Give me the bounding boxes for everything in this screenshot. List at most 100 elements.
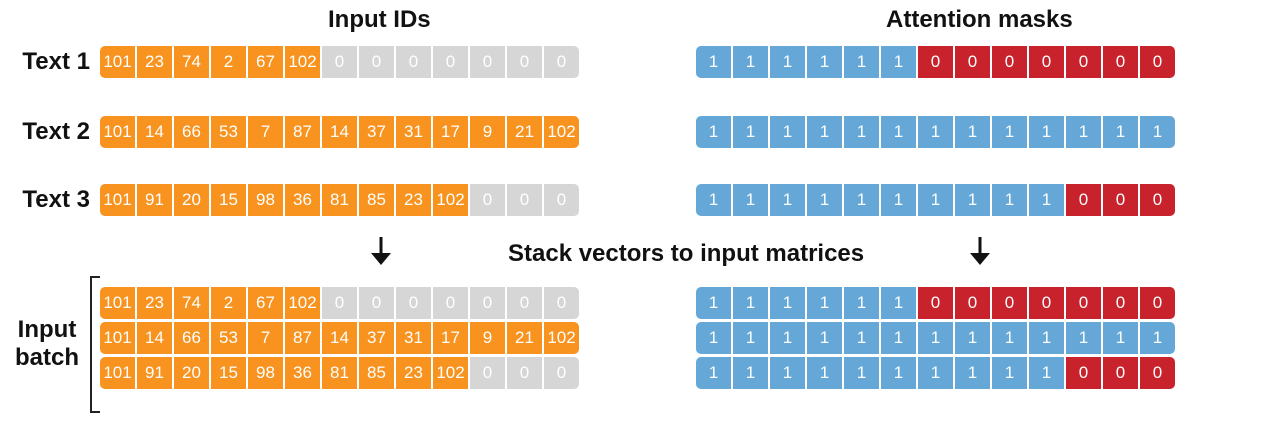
mask-one-cell: 1 bbox=[955, 322, 990, 354]
padding-id-cell: 0 bbox=[507, 46, 542, 78]
mask-one-cell: 1 bbox=[807, 357, 842, 389]
mask-one-cell: 1 bbox=[770, 357, 805, 389]
token-id-cell: 85 bbox=[359, 357, 394, 389]
mask-one-cell: 1 bbox=[696, 184, 731, 216]
row-label-text-3: Text 3 bbox=[22, 186, 90, 213]
mask-one-cell: 1 bbox=[881, 322, 916, 354]
mask-one-cell: 1 bbox=[918, 357, 953, 389]
mask-one-cell: 1 bbox=[844, 116, 879, 148]
token-id-cell: 101 bbox=[100, 116, 135, 148]
mask-one-cell: 1 bbox=[770, 287, 805, 319]
token-id-cell: 14 bbox=[137, 116, 172, 148]
input-batch-label-line-2: batch bbox=[14, 344, 79, 371]
token-id-cell: 23 bbox=[137, 287, 172, 319]
mask-one-cell: 1 bbox=[881, 357, 916, 389]
mask-zero-cell: 0 bbox=[1140, 357, 1175, 389]
mask-one-cell: 1 bbox=[770, 116, 805, 148]
mask-one-cell: 1 bbox=[807, 116, 842, 148]
mask-one-cell: 1 bbox=[733, 357, 768, 389]
token-id-cell: 81 bbox=[322, 184, 357, 216]
row-label-text-2: Text 2 bbox=[22, 118, 90, 145]
mask-zero-cell: 0 bbox=[918, 46, 953, 78]
token-id-cell: 85 bbox=[359, 184, 394, 216]
mask-one-cell: 1 bbox=[1029, 322, 1064, 354]
mask-one-cell: 1 bbox=[807, 184, 842, 216]
mask-zero-cell: 0 bbox=[1103, 184, 1138, 216]
mask-one-cell: 1 bbox=[770, 46, 805, 78]
token-id-cell: 14 bbox=[322, 322, 357, 354]
token-id-cell: 87 bbox=[285, 322, 320, 354]
token-id-cell: 74 bbox=[174, 287, 209, 319]
mask-one-cell: 1 bbox=[770, 322, 805, 354]
mask-one-cell: 1 bbox=[733, 322, 768, 354]
padding-id-cell: 0 bbox=[396, 46, 431, 78]
mask-zero-cell: 0 bbox=[1066, 46, 1101, 78]
mask-one-cell: 1 bbox=[881, 184, 916, 216]
mask-one-cell: 1 bbox=[696, 357, 731, 389]
token-id-cell: 37 bbox=[359, 322, 394, 354]
token-id-cell: 102 bbox=[285, 287, 320, 319]
mask-zero-cell: 0 bbox=[955, 46, 990, 78]
mask-one-cell: 1 bbox=[696, 116, 731, 148]
input-batch-label: Input batch bbox=[12, 316, 82, 372]
mask-zero-cell: 0 bbox=[1103, 287, 1138, 319]
token-id-cell: 102 bbox=[544, 322, 579, 354]
token-id-cell: 101 bbox=[100, 287, 135, 319]
row-label-text-1: Text 1 bbox=[22, 48, 90, 75]
mask-one-cell: 1 bbox=[918, 322, 953, 354]
token-id-cell: 23 bbox=[396, 184, 431, 216]
token-id-cell: 101 bbox=[100, 46, 135, 78]
mask-zero-cell: 0 bbox=[1103, 357, 1138, 389]
mask-one-cell: 1 bbox=[918, 116, 953, 148]
mask-one-cell: 1 bbox=[696, 322, 731, 354]
token-id-cell: 9 bbox=[470, 322, 505, 354]
mask-one-cell: 1 bbox=[1029, 116, 1064, 148]
token-id-cell: 101 bbox=[100, 322, 135, 354]
attention-masks-title: Attention masks bbox=[886, 6, 1073, 33]
mask-zero-cell: 0 bbox=[1066, 184, 1101, 216]
token-id-cell: 15 bbox=[211, 357, 246, 389]
token-id-cell: 31 bbox=[396, 322, 431, 354]
mask-one-cell: 1 bbox=[1029, 357, 1064, 389]
mask-zero-cell: 0 bbox=[1140, 184, 1175, 216]
token-id-cell: 14 bbox=[137, 322, 172, 354]
token-id-cell: 102 bbox=[285, 46, 320, 78]
mask-zero-cell: 0 bbox=[1066, 287, 1101, 319]
input-ids-title: Input IDs bbox=[328, 6, 431, 33]
mask-zero-cell: 0 bbox=[1029, 287, 1064, 319]
token-id-cell: 67 bbox=[248, 46, 283, 78]
mask-one-cell: 1 bbox=[1029, 184, 1064, 216]
mask-one-cell: 1 bbox=[992, 322, 1027, 354]
token-id-cell: 23 bbox=[396, 357, 431, 389]
padding-id-cell: 0 bbox=[359, 287, 394, 319]
token-id-cell: 36 bbox=[285, 184, 320, 216]
token-id-cell: 91 bbox=[137, 184, 172, 216]
padding-id-cell: 0 bbox=[544, 357, 579, 389]
padding-id-cell: 0 bbox=[470, 357, 505, 389]
mask-zero-cell: 0 bbox=[1140, 287, 1175, 319]
down-arrow-icon bbox=[970, 237, 990, 265]
padding-id-cell: 0 bbox=[470, 46, 505, 78]
token-id-cell: 17 bbox=[433, 322, 468, 354]
token-id-cell: 31 bbox=[396, 116, 431, 148]
token-id-cell: 7 bbox=[248, 322, 283, 354]
mask-one-cell: 1 bbox=[844, 287, 879, 319]
token-id-cell: 81 bbox=[322, 357, 357, 389]
mask-one-cell: 1 bbox=[733, 287, 768, 319]
token-id-cell: 101 bbox=[100, 184, 135, 216]
mask-one-cell: 1 bbox=[881, 116, 916, 148]
token-id-cell: 102 bbox=[433, 357, 468, 389]
padding-id-cell: 0 bbox=[507, 287, 542, 319]
mask-one-cell: 1 bbox=[1140, 116, 1175, 148]
mask-one-cell: 1 bbox=[992, 184, 1027, 216]
mask-one-cell: 1 bbox=[918, 184, 953, 216]
padding-id-cell: 0 bbox=[396, 287, 431, 319]
